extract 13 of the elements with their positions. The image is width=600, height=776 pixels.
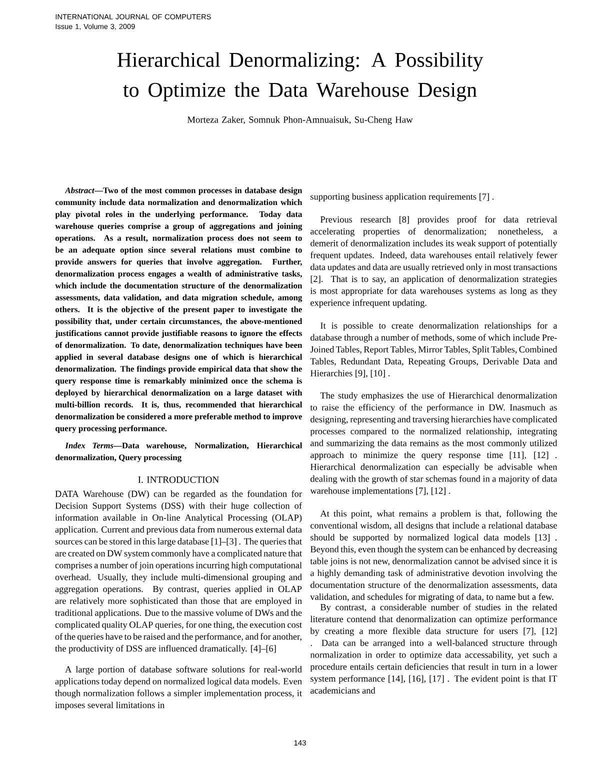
body-paragraph: DATA Warehouse (DW) can be regarded as the foundation for Decision Support Systems (DSS) with their huge collection of information available in On-line Analytical Processing (OLAP) application. Current and previous data from numerous external data sources can be stored in this large database [1]–[3] . The queries that are created on DW system commonly have a complicated nature that comprises a number of join operations incurring high computational overhead. Usually, they include multi-dimensional grouping and aggregation operations. By contrast, queries applied in OLAP are relatively more sophisticated than those that are employed in traditional applications. Due to the massive volume of DWs and the complicated quality OLAP queries, for one thing, the execution cost of the queries have to be raised and the performance, and for another, the productivity of DSS are influenced dramatically. [4]–[6]: [55, 490, 302, 654]
body-paragraph: The study emphasizes the use of Hierarchical denormalization to raise the efficiency of the performance in DW. Inasmuch as designing, representing and traversing hierarchies have complicated processes compared to the normalized relationship, integrating and summarizing the data remains as the most commonly utilized approach to minimize the query response time [11], [12] . Hierarchical denormalization can especially be advisable when dealing with the growth of star schemas found in a majority of data warehouse implementations [7], [12] .: [310, 392, 558, 496]
body-paragraph: A large portion of database software solutions for real-world applications today depend on normalized logical data models. Even though normalization follows a simpler implementation process, it imposes several limitations in: [55, 666, 302, 710]
abstract-paragraph: Abstract—Two of the most common processes in database design community include data normalization and denormalization which play pivotal roles in the underlying performance. Today data warehouse queries comprise a group of aggregations and joining operations. As a result, normalization process does not seem to be an adequate option since several relations must combine to provide answers for queries that involve aggregation. Further, denormalization process engages a wealth of administrative tasks, which include the documentation structure of the denormalization assessments, data validation, and data migration schedule, among others. It is the objective of the present paper to investigate the possibility that, under certain circumstances, the above-mentioned justifications cannot provide justifiable reasons to ignore the effects of denormalization. To date, denormalization techniques have been applied in several database designs one of which is hierarchical denormalization. The findings provide empirical data that show the query response time is remarkably minimized once the schema is deployed by hierarchical denormalization on a large dataset with multi-billion records. It is, thus, recommended that hierarchical denormalization be considered a more preferable method to improve query processing performance.: [55, 187, 302, 434]
body-paragraph: Previous research [8] provides proof for data retrieval accelerating properties of denormalization; nonetheless, a demerit of denormalization includes its weak support of potentially frequent updates. Indeed, data warehouses entail relatively fewer data updates and data are usually retrieved only in most transactions [2]. That is to say, an application of denormalization strategies is most appropriate for data warehouses systems as long as they experience infrequent updating.: [310, 216, 558, 308]
body-paragraph: supporting business application requirements [7] .: [310, 193, 494, 202]
author-names: Morteza Zaker, Somnuk Phon-Amnuaisuk, Su-Cheng Haw: [187, 116, 413, 125]
section-heading: I. INTRODUCTION: [138, 476, 219, 483]
body-paragraph: At this point, what remains a problem is that, following the conventional wisdom, all designs that include a relational database should be supported by normalized logical data models [13] . Beyond this, even though the system can be enhanced by decreasing table joins is not new, denormalization cannot be advised since it is a highly demanding task of administrative devotion involving the documentation structure of the denormalization assessments, data validation, and schedules for migrating of data, to name but a few.: [310, 510, 558, 602]
index-terms: Index Terms—Data warehouse, Normalization, Hierarchical denormalization, Query processing: [56, 442, 302, 462]
paper-title: Hierarchical Denormalizing: A Possibility to Optimize the Data Warehouse Design: [117, 52, 484, 102]
body-paragraph: It is possible to create denormalization relationships for a database through a number of methods, some of which include Pre-Joined Tables, Report Tables, Mirror Tables, Split Tables, Combined Tables, Redundant Data, Repeating Groups, Derivable Data and Hierarchies [9], [10] .: [310, 322, 558, 378]
body-paragraph: By contrast, a considerable number of studies in the related literature contend that denormalization can optimize performance by creating a more flexible data structure for users [7], [12] . Data can be arranged into a well-balanced structure through normalization in order to optimize data accessability, yet such a procedure entails certain deficiencies that result in turn in a lower system performance [14], [16], [17] . The evident point is that IT academicians and: [310, 604, 558, 694]
